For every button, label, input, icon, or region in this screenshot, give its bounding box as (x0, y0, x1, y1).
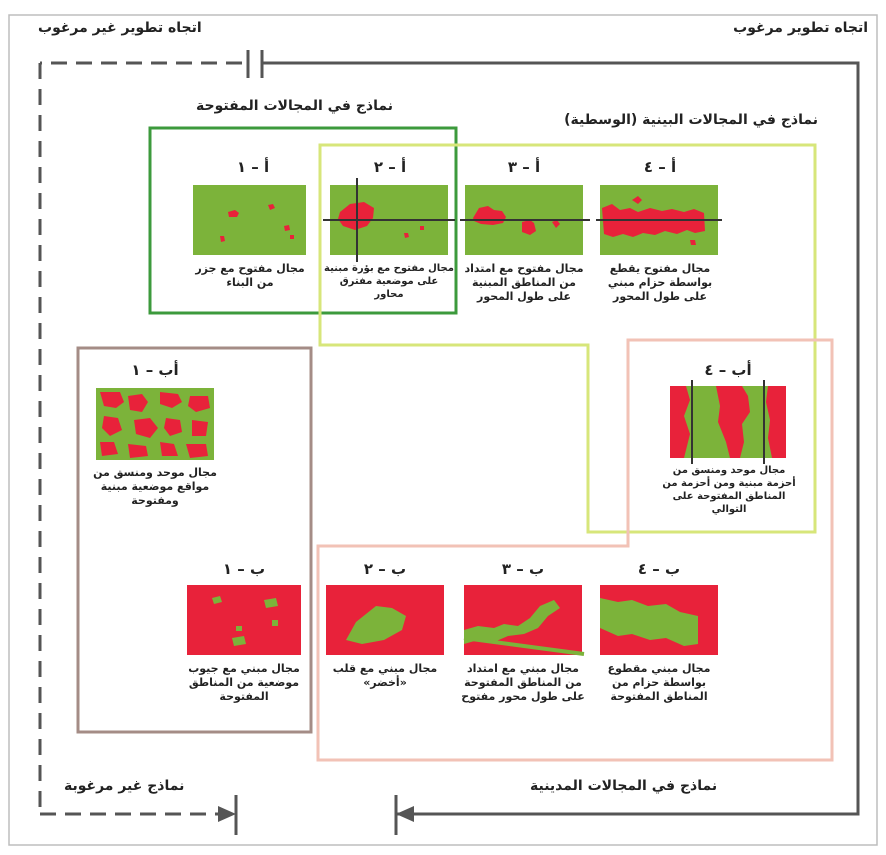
panel-a2-thumbnail (323, 178, 455, 262)
panel-b3-thumbnail (463, 585, 585, 656)
panel-a1-thumbnail (193, 185, 306, 255)
panel-a1-caption: مجال مفتوح مع جزر من البناء (195, 262, 305, 289)
panel-a4-caption: مجال مفتوح يقطع بواسطة حزام مبني على طول… (607, 262, 713, 303)
panel-a4-thumbnail (596, 185, 722, 255)
panel-a2-code: أ – ٢ (373, 158, 407, 176)
panel-a3-caption: مجال مفتوح مع امتداد من المناطق المبنية … (464, 262, 584, 303)
intermediate-areas-title: نماذج في المجالات البينية (الوسطية) (564, 112, 818, 128)
undesired-direction-arrow (38, 50, 250, 835)
undesired-direction-label: اتجاه تطوير غير مرغوب (38, 20, 202, 36)
panel-ab4-code: أب – ٤ (704, 361, 752, 379)
outer-frame (8, 14, 878, 846)
panel-a4-code: أ – ٤ (643, 158, 677, 176)
panel-ab4-caption: مجال موحد ومنسق من أحزمة مبنية ومن أحزمة… (662, 465, 796, 515)
panel-ab1-code: أب – ١ (131, 361, 179, 379)
desired-arrowhead (396, 806, 414, 822)
panel-b1-code: ب – ١ (222, 560, 266, 578)
open-areas-title: نماذج في المجالات المفتوحة (196, 98, 393, 114)
desired-direction-label: اتجاه تطوير مرغوب (733, 20, 868, 36)
panel-b2-thumbnail (326, 585, 444, 655)
urban-areas-frame (316, 338, 834, 762)
panel-b4-code: ب – ٤ (637, 560, 681, 578)
intermediate-areas-frame (318, 143, 817, 534)
panel-b3-caption: مجال مبني مع امتداد من المناطق المفتوحة … (461, 662, 585, 703)
urban-areas-title: نماذج في المجالات المدينية (530, 778, 718, 794)
panel-ab4-thumbnail (670, 380, 786, 464)
panel-b4-thumbnail (600, 585, 718, 655)
open-areas-frame (148, 126, 458, 315)
mixed-areas-frame (76, 346, 313, 734)
panel-a3-thumbnail (460, 185, 590, 255)
panel-a3-code: أ – ٣ (507, 158, 541, 176)
panel-ab1-caption: مجال موحد ومنسق من مواقع موضعية مبنية وم… (93, 466, 217, 507)
panel-ab1-thumbnail (96, 388, 214, 460)
panel-b3-code: ب – ٣ (501, 560, 545, 578)
panel-b2-code: ب – ٢ (363, 560, 407, 578)
panel-a2-caption: مجال مفتوح مع بؤرة مبنية على موضعية مفتر… (324, 263, 454, 300)
panel-b2-caption: مجال مبني مع قلب «أخضر» (332, 662, 438, 689)
panel-b1-caption: مجال مبني مع جيوب موضعية من المناطق المف… (188, 662, 300, 703)
undesired-arrowhead (218, 806, 236, 822)
panel-b4-caption: مجال مبني مقطوع بواسطة حزام من المناطق ا… (607, 662, 711, 703)
panel-a1-code: أ – ١ (236, 158, 270, 176)
panel-b1-thumbnail (187, 585, 301, 655)
desired-direction-arrow (260, 50, 860, 835)
undesired-models-title: نماذج غير مرغوبة (64, 778, 185, 794)
